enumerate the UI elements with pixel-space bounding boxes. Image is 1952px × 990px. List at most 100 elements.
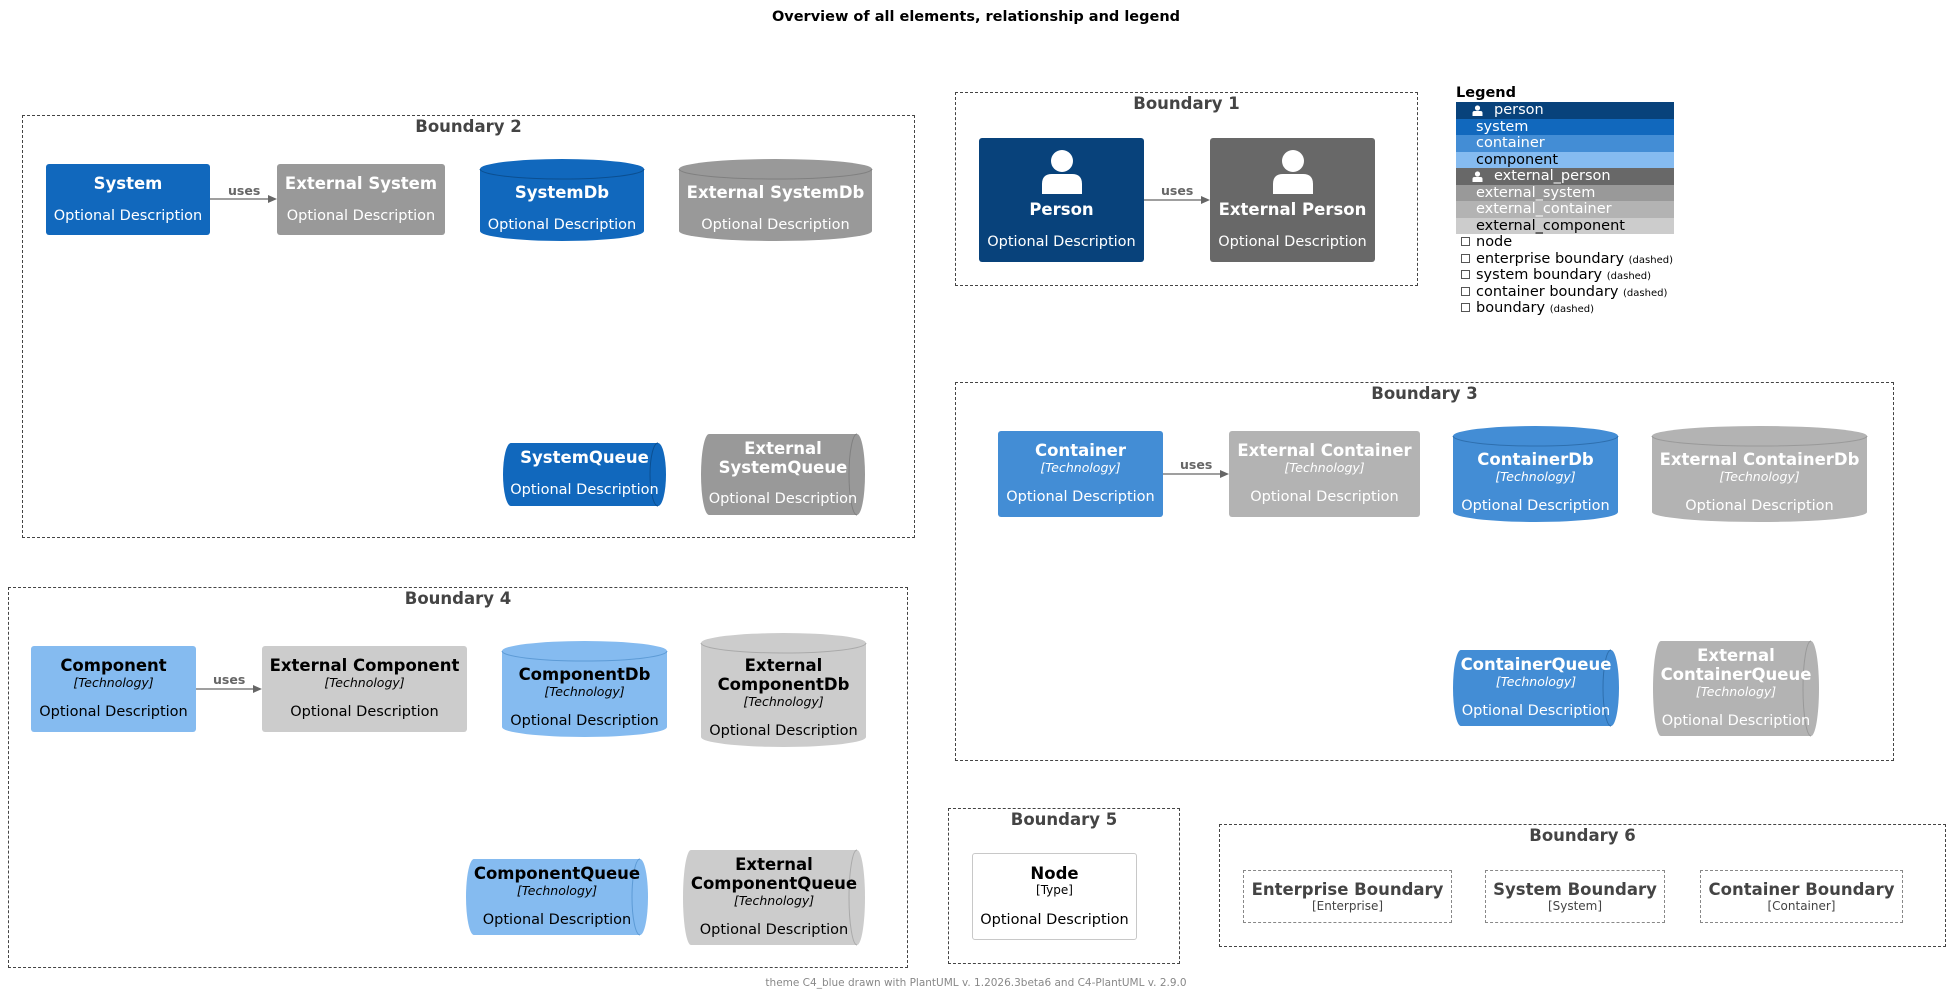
relation-label: uses (1180, 457, 1213, 472)
legend-item-system-boundary: system boundary (dashed) (1456, 267, 1676, 284)
element-title-line2: ComponentQueue (690, 874, 858, 893)
legend-item-container-boundary: container boundary (dashed) (1456, 284, 1676, 301)
element-description: Optional Description (1461, 498, 1610, 514)
relation-label: uses (213, 672, 246, 687)
element-description: Optional Description (510, 713, 659, 729)
system-element[interactable]: System Optional Description (46, 164, 210, 235)
component-element[interactable]: Component [Technology] Optional Descript… (31, 646, 196, 732)
element-description: Optional Description (1661, 713, 1811, 729)
component-db-element[interactable]: ComponentDb [Technology] Optional Descri… (501, 641, 668, 737)
element-tag: [Container] (1767, 899, 1836, 913)
legend: Legend person system container component… (1456, 85, 1676, 317)
external-component-db-element[interactable]: External ComponentDb [Technology] Option… (700, 633, 867, 747)
container-element[interactable]: Container [Technology] Optional Descript… (998, 431, 1163, 517)
container-queue-element[interactable]: ContainerQueue [Technology] Optional Des… (1453, 649, 1619, 727)
system-boundary-element[interactable]: System Boundary [System] (1485, 870, 1665, 923)
element-technology: [Technology] (1719, 469, 1800, 484)
element-title: Container Boundary (1708, 880, 1895, 899)
element-description: Optional Description (1685, 498, 1834, 514)
element-description: Optional Description (980, 912, 1129, 928)
container-boundary-element[interactable]: Container Boundary [Container] (1700, 870, 1903, 923)
boundary-label: Boundary 2 (415, 117, 522, 136)
boundary-4: Boundary 4 (8, 587, 908, 968)
element-title: External (744, 439, 822, 458)
element-title: System Boundary (1493, 880, 1657, 899)
element-technology: [Technology] (1284, 460, 1365, 475)
external-component-queue-element[interactable]: External ComponentQueue [Technology] Opt… (683, 849, 865, 946)
boundary-label: Boundary 6 (1529, 826, 1636, 845)
boundary-label: Boundary 3 (1371, 384, 1478, 403)
external-container-db-element[interactable]: External ContainerDb [Technology] Option… (1651, 426, 1868, 522)
external-system-queue-element[interactable]: External SystemQueue Optional Descriptio… (701, 433, 865, 516)
element-description: Optional Description (709, 723, 858, 739)
element-description: Optional Description (39, 704, 188, 720)
node-element[interactable]: Node [Type] Optional Description (972, 853, 1137, 940)
element-description: Optional Description (701, 217, 850, 233)
element-technology: [Technology] (743, 694, 824, 709)
element-title: SystemDb (514, 183, 610, 202)
boundary-2: Boundary 2 (22, 115, 915, 538)
element-tag: [Enterprise] (1311, 899, 1384, 913)
element-technology: [Technology] (1495, 469, 1576, 484)
relation-label: uses (228, 183, 261, 198)
boundary-label: Boundary 1 (1133, 94, 1240, 113)
person-icon (1472, 105, 1483, 116)
element-description: Optional Description (1461, 703, 1611, 719)
element-title: ContainerDb (1477, 450, 1594, 469)
element-technology: [Technology] (1040, 460, 1121, 475)
element-description: Optional Description (53, 208, 203, 224)
element-title-line2: ComponentDb (717, 675, 850, 694)
legend-item-node: node (1456, 234, 1676, 251)
element-type: [Type] (1036, 883, 1073, 897)
element-title: External Container (1237, 441, 1412, 460)
legend-item-container: container (1456, 135, 1674, 152)
element-title: Component (60, 656, 167, 675)
legend-item-external-component: external_component (1456, 217, 1674, 234)
element-description: Optional Description (708, 491, 858, 507)
element-technology: [Technology] (733, 893, 815, 908)
element-title: Container (1035, 441, 1126, 460)
relation-arrow (1163, 470, 1229, 478)
external-component-element[interactable]: External Component [Technology] Optional… (262, 646, 467, 732)
element-technology: [Technology] (1695, 684, 1777, 699)
component-queue-element[interactable]: ComponentQueue [Technology] Optional Des… (466, 858, 648, 936)
element-description: Optional Description (487, 217, 637, 233)
system-db-element[interactable]: SystemDb Optional Description (479, 159, 645, 241)
external-system-element[interactable]: External System Optional Description (277, 164, 445, 235)
external-person-element[interactable]: External Person Optional Description (1210, 138, 1375, 262)
element-title: External (735, 855, 813, 874)
element-technology: [Technology] (324, 675, 405, 690)
element-title: SystemQueue (520, 448, 649, 467)
boundary-3: Boundary 3 (955, 382, 1894, 761)
element-description: Optional Description (286, 208, 436, 224)
relation-label: uses (1161, 183, 1194, 198)
element-description: Optional Description (510, 482, 659, 498)
element-description: Optional Description (987, 234, 1136, 250)
person-icon (1272, 150, 1313, 194)
system-queue-element[interactable]: SystemQueue Optional Description (503, 442, 666, 507)
footer-credit: theme C4_blue drawn with PlantUML v. 1.2… (765, 977, 1187, 989)
element-title: External (1697, 646, 1775, 665)
container-db-element[interactable]: ContainerDb [Technology] Optional Descri… (1452, 426, 1619, 522)
relation-arrow (1144, 196, 1210, 204)
external-system-db-element[interactable]: External SystemDb Optional Description (678, 159, 873, 241)
element-title: External System (284, 174, 438, 193)
enterprise-boundary-element[interactable]: Enterprise Boundary [Enterprise] (1243, 870, 1452, 923)
element-description: Optional Description (1218, 234, 1367, 250)
element-title: External SystemDb (686, 183, 865, 202)
element-title: ComponentQueue (473, 864, 641, 883)
element-title-line2: ContainerQueue (1660, 665, 1812, 684)
element-technology: [Technology] (1495, 674, 1577, 689)
legend-item-person: person (1456, 102, 1674, 119)
element-title-line2: SystemQueue (718, 458, 848, 477)
external-container-element[interactable]: External Container [Technology] Optional… (1229, 431, 1420, 517)
person-element[interactable]: Person Optional Description (979, 138, 1144, 262)
boundary-5: Boundary 5 (948, 808, 1180, 964)
element-title: External Person (1218, 200, 1367, 219)
element-title: System (93, 174, 163, 193)
element-technology: [Technology] (516, 883, 598, 898)
person-icon (1472, 171, 1483, 182)
element-title: ContainerQueue (1460, 655, 1612, 674)
element-title: Enterprise Boundary (1251, 880, 1444, 899)
external-container-queue-element[interactable]: External ContainerQueue [Technology] Opt… (1653, 640, 1819, 737)
